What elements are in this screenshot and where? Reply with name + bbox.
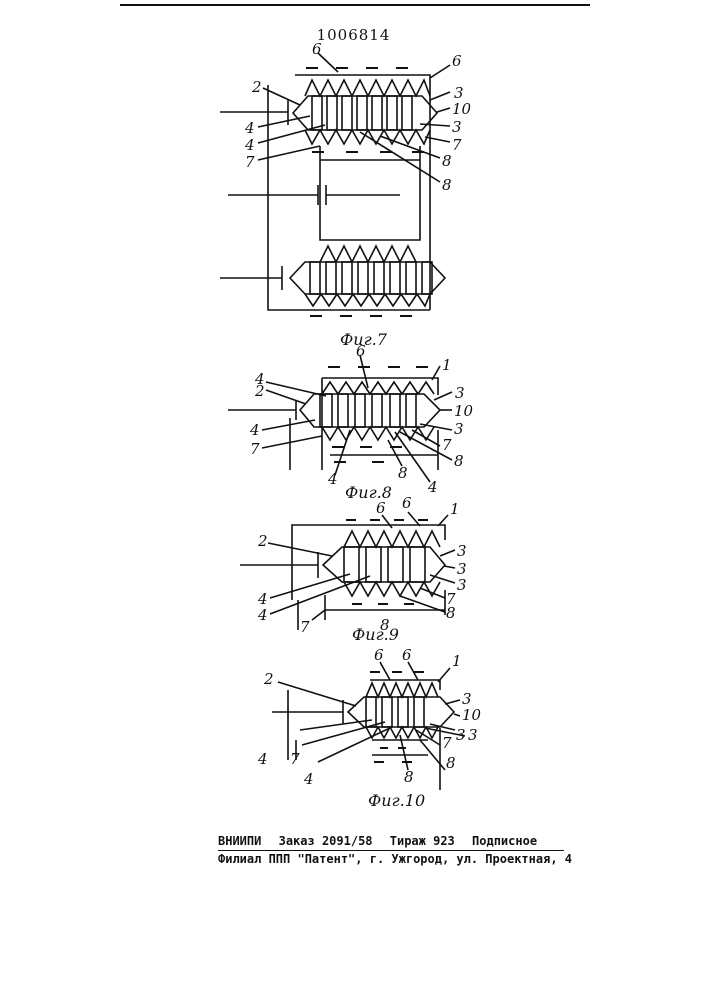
fig10-label: 6 xyxy=(402,646,412,664)
fig9-label: 6 xyxy=(376,499,386,517)
fig8-label: 6 xyxy=(356,342,366,360)
fig8-label: 3 xyxy=(454,420,464,438)
fig9-label: 6 xyxy=(402,494,412,512)
fig8-label: 8 xyxy=(398,464,408,482)
fig10-caption: Фиг.10 xyxy=(368,791,425,810)
fig9-label: 8 xyxy=(446,604,456,622)
fig8-label: 8 xyxy=(454,452,464,470)
fig7-label: 2 xyxy=(251,78,262,96)
fig8-label: 4 xyxy=(249,421,260,439)
fig7-label: 4 xyxy=(244,119,255,137)
fig10-label: 2 xyxy=(263,670,274,688)
footer-publication-line: ВНИИПИ Заказ 2091/58 Тираж 923 Подписное xyxy=(218,834,537,848)
fig7-label: 10 xyxy=(452,100,472,118)
fig10-label: 1 xyxy=(452,652,462,670)
fig10-label: 3 xyxy=(468,726,478,744)
fig10-label: 4 xyxy=(257,750,268,768)
fig7-label: 8 xyxy=(442,176,452,194)
fig8-label: 4 xyxy=(327,470,338,488)
fig10-label: 7 xyxy=(442,734,452,752)
fig9-label: 1 xyxy=(450,500,460,518)
fig8-label: 4 xyxy=(254,370,265,388)
fig8-label: 7 xyxy=(250,440,260,458)
fig7-label: 4 xyxy=(244,136,255,154)
fig10-label: 3 xyxy=(456,726,466,744)
fig8-label: 7 xyxy=(442,436,452,454)
fig7-label: 6 xyxy=(452,52,462,70)
fig10-label: 6 xyxy=(374,646,384,664)
fig7-label: 7 xyxy=(452,136,462,154)
fig9-caption: Фиг.9 xyxy=(352,625,399,644)
fig9-label: 4 xyxy=(257,606,268,624)
footer-org: ВНИИПИ xyxy=(218,834,261,848)
figure-9-drawing xyxy=(240,512,455,630)
footer-branch: Филиал ППП "Патент", г. Ужгород, ул. Про… xyxy=(218,852,572,866)
fig9-label: 2 xyxy=(257,532,268,550)
fig9-label: 3 xyxy=(457,542,467,560)
fig7-label: 8 xyxy=(442,152,452,170)
figure-10-drawing xyxy=(272,662,465,790)
fig8-label: 10 xyxy=(454,402,474,420)
footer-divider xyxy=(218,850,564,851)
fig7-label: 3 xyxy=(452,118,462,136)
fig10-label: 7 xyxy=(290,750,300,768)
fig7-label: 6 xyxy=(312,40,322,58)
fig8-label: 4 xyxy=(427,478,438,496)
footer-subscription: Подписное xyxy=(472,834,537,848)
footer-order: Заказ 2091/58 xyxy=(279,834,373,848)
fig7-label: 7 xyxy=(245,153,255,171)
fig8-label: 1 xyxy=(442,356,452,374)
footer-circulation: Тираж 923 xyxy=(390,834,455,848)
fig10-label: 10 xyxy=(462,706,482,724)
fig10-label: 4 xyxy=(303,770,314,788)
fig9-label: 7 xyxy=(300,618,310,636)
fig8-label: 3 xyxy=(455,384,465,402)
fig10-label: 8 xyxy=(404,768,414,786)
fig9-label: 3 xyxy=(457,576,467,594)
fig10-label: 8 xyxy=(446,754,456,772)
